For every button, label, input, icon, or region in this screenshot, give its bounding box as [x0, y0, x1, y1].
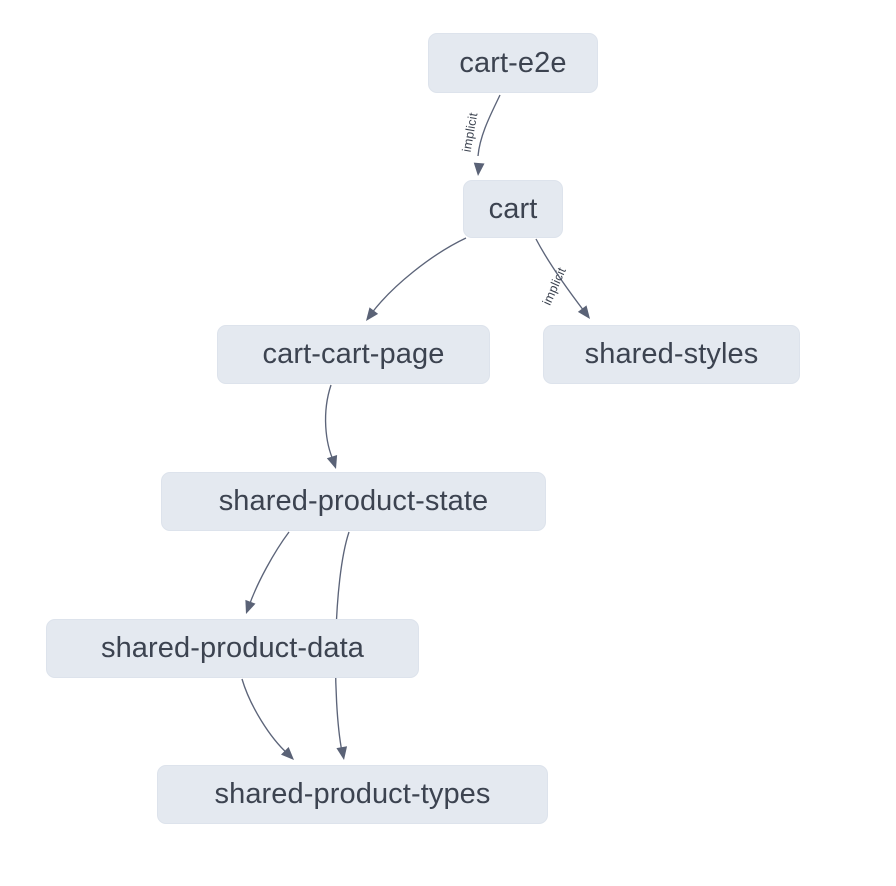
arrowhead-cart-e2e-to-cart [473, 162, 485, 176]
edge-shared-product-state-to-shared-product-data [248, 531, 290, 607]
graph-node-label: shared-product-state [218, 485, 489, 517]
graph-node-label: shared-product-types [214, 778, 491, 810]
graph-node-cart[interactable]: cart [463, 180, 563, 238]
edge-cart-e2e-to-cart [477, 94, 501, 157]
edge-cart-to-cart-cart-page [370, 237, 467, 315]
graph-node-shared-product-state[interactable]: shared-product-state [161, 472, 546, 531]
arrowhead-cart-cart-page-to-shared-product-state [326, 454, 338, 469]
graph-node-cart-e2e[interactable]: cart-e2e [428, 33, 598, 93]
edge-cart-cart-page-to-shared-product-state [324, 384, 335, 463]
graph-node-shared-product-data[interactable]: shared-product-data [46, 619, 419, 678]
arrowhead-shared-product-state-to-shared-product-types [336, 746, 348, 760]
graph-node-cart-cart-page[interactable]: cart-cart-page [217, 325, 490, 384]
graph-node-label: cart-e2e [459, 46, 567, 79]
arrowhead-shared-product-state-to-shared-product-data [245, 599, 256, 614]
edge-cart-to-shared-styles [535, 238, 585, 312]
graph-node-shared-product-types[interactable]: shared-product-types [157, 765, 548, 824]
edge-label-cart-e2e-to-cart: implicit [460, 111, 481, 153]
edge-label-cart-to-shared-styles: implicit [540, 265, 569, 307]
graph-node-label: cart [488, 192, 538, 225]
arrowhead-cart-to-cart-cart-page [366, 307, 379, 321]
graph-node-label: cart-cart-page [262, 338, 445, 370]
graph-node-label: shared-styles [584, 338, 759, 370]
arrowhead-shared-product-data-to-shared-product-types [280, 746, 294, 760]
graph-node-shared-styles[interactable]: shared-styles [543, 325, 800, 384]
graph-node-label: shared-product-data [100, 632, 365, 664]
edge-shared-product-data-to-shared-product-types [241, 678, 289, 755]
arrowhead-cart-to-shared-styles [577, 305, 590, 319]
